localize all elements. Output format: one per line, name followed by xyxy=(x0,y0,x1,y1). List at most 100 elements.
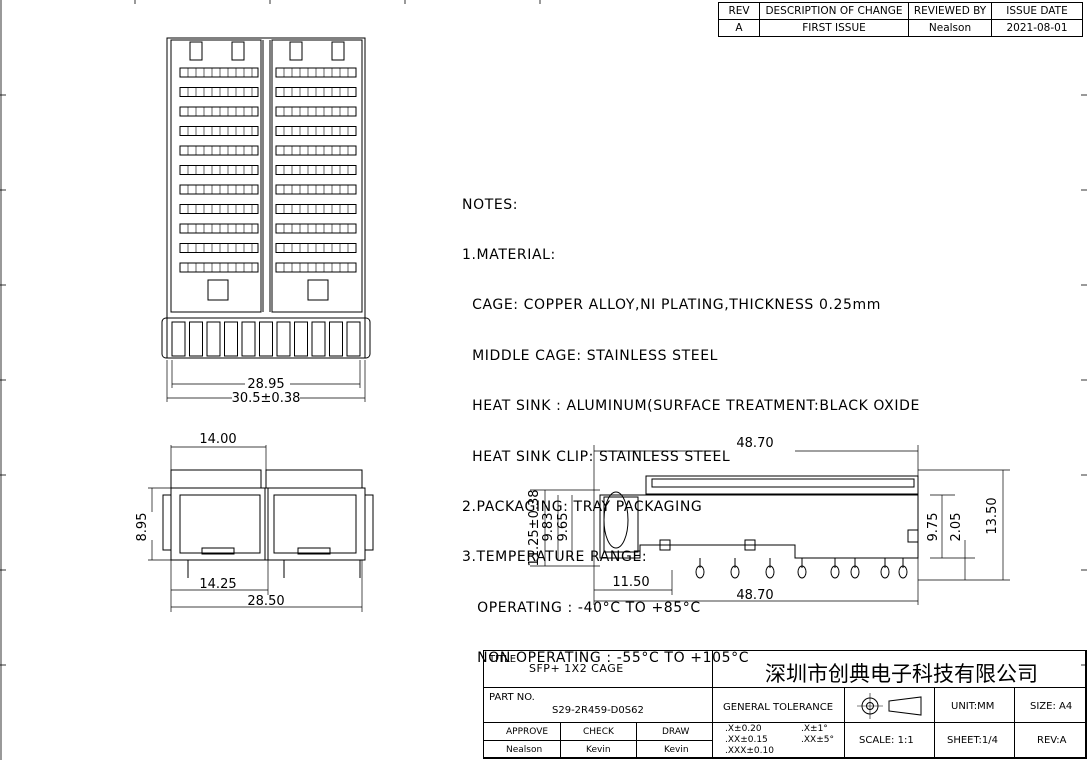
slot xyxy=(171,321,186,357)
projection-cell xyxy=(844,687,935,723)
note-line: HEAT SINK CLIP: STAINLESS STEEL xyxy=(462,448,731,465)
dim-side-h1: 11.25±0.38 xyxy=(527,489,542,566)
note-line: 1.MATERIAL: xyxy=(462,246,556,263)
dim-side-b1: 11.50 xyxy=(612,575,649,590)
revision-table: REV DESCRIPTION OF CHANGE REVIEWED BY IS… xyxy=(718,2,1083,37)
slot xyxy=(224,321,238,357)
dim-side-b2: 48.70 xyxy=(736,588,773,603)
draw-cell: Kevin xyxy=(636,740,713,759)
dim-front-b2: 28.50 xyxy=(247,594,284,609)
title-label: TITLE xyxy=(489,654,517,665)
note-line: NOTES: xyxy=(462,196,519,213)
slot xyxy=(311,321,326,357)
sheet-value: SHEET:1/4 xyxy=(947,735,998,746)
dim-front-b1: 14.25 xyxy=(199,577,236,592)
fin xyxy=(179,262,259,273)
draw-value: Kevin xyxy=(664,745,689,755)
dim-side-top: 48.70 xyxy=(736,436,773,451)
approve-value: Nealson xyxy=(506,745,543,755)
fin xyxy=(179,106,259,117)
fin xyxy=(179,87,259,97)
heatsink-fins xyxy=(179,67,357,273)
approve-label: APPROVE xyxy=(506,727,549,737)
description-cell: FIRST ISSUE xyxy=(759,19,909,37)
scale-value: SCALE: 1:1 xyxy=(859,735,914,746)
projection-symbol-icon xyxy=(857,693,922,719)
front-view-dims xyxy=(148,445,363,612)
pin-foot xyxy=(830,565,840,579)
date-cell: 2021-08-01 xyxy=(991,19,1083,37)
slot xyxy=(329,321,343,357)
note-line: OPERATING : -40°C TO +85°C xyxy=(462,599,701,616)
pin-foot xyxy=(730,565,740,579)
date-header: ISSUE DATE xyxy=(991,2,1083,20)
rev-value: REV:A xyxy=(1037,735,1067,746)
dim-side-h2: 9.83 xyxy=(541,513,556,542)
size-cell: SIZE: A4 xyxy=(1014,687,1087,723)
company-name: 深圳市创典电子科技有限公司 xyxy=(765,662,1038,686)
fin xyxy=(179,145,259,156)
pin-foot xyxy=(850,565,860,579)
dim-front-top: 14.00 xyxy=(199,432,236,447)
slot xyxy=(259,321,273,357)
tol-2: .XX±0.15 xyxy=(725,735,768,745)
pin-foot xyxy=(880,565,890,579)
side-pins xyxy=(695,558,908,579)
slot xyxy=(241,321,256,357)
fin xyxy=(179,204,259,214)
check-label-cell: CHECK xyxy=(560,722,637,741)
unit-value: UNIT:MM xyxy=(951,701,995,712)
approve-cell: Nealson xyxy=(483,740,561,759)
pin-foot xyxy=(797,565,807,579)
connector-slots xyxy=(171,321,361,357)
title-value: SFP+ 1X2 CAGE xyxy=(529,662,624,675)
dim-top-w1: 28.95 xyxy=(247,377,284,392)
top-view xyxy=(161,37,371,359)
rev-header: REV xyxy=(718,2,760,20)
slot xyxy=(206,321,221,357)
tol-3: .XXX±0.10 xyxy=(725,746,774,756)
part-no-value: S29-2R459-D0S62 xyxy=(552,705,644,716)
part-cell: PART NO. S29-2R459-D0S62 xyxy=(483,687,713,723)
description-header: DESCRIPTION OF CHANGE xyxy=(759,2,909,20)
top-view-dims xyxy=(166,360,366,402)
part-no-label: PART NO. xyxy=(489,692,535,703)
note-line: NON OPERATING : -55°C TO +105°C xyxy=(462,650,750,667)
title-block: TITLE SFP+ 1X2 CAGE 深圳市创典电子科技有限公司 PART N… xyxy=(483,650,1087,759)
size-value: SIZE: A4 xyxy=(1030,701,1073,712)
slot xyxy=(276,321,291,357)
fin xyxy=(179,67,259,78)
note-line: MIDDLE CAGE: STAINLESS STEEL xyxy=(462,347,719,364)
pin-foot xyxy=(695,565,705,579)
fin xyxy=(179,184,259,195)
dim-side-h5: 2.05 xyxy=(949,513,964,542)
fin xyxy=(179,243,259,253)
pin-foot xyxy=(765,565,775,579)
slot xyxy=(189,321,203,357)
dim-side-h4: 9.75 xyxy=(926,513,941,542)
title-cell: TITLE SFP+ 1X2 CAGE xyxy=(483,650,713,688)
reviewed-header: REVIEWED BY xyxy=(908,2,992,20)
draw-label-cell: DRAW xyxy=(636,722,713,741)
tol-5: .XX±5° xyxy=(801,735,834,745)
tolerance-cell: GENERAL TOLERANCE xyxy=(712,687,845,723)
tolerance-values: .X±0.20 .XX±0.15 .XXX±0.10 .X±1° .XX±5° xyxy=(712,722,845,759)
draw-label: DRAW xyxy=(662,727,690,737)
fin xyxy=(179,126,259,136)
tol-4: .X±1° xyxy=(801,724,828,734)
check-value: Kevin xyxy=(586,745,611,755)
note-line: 3.TEMPERATURE RANGE: xyxy=(462,549,648,566)
tol-1: .X±0.20 xyxy=(725,724,762,734)
side-view-dims xyxy=(530,445,1010,605)
slot xyxy=(294,321,308,357)
dim-front-h: 8.95 xyxy=(135,513,150,542)
reviewed-cell: Nealson xyxy=(908,19,992,37)
note-line: CAGE: COPPER ALLOY,NI PLATING,THICKNESS … xyxy=(462,297,882,314)
scale-cell: SCALE: 1:1 xyxy=(844,722,935,759)
sheet-cell: SHEET:1/4 xyxy=(934,722,1015,759)
company-cell: 深圳市创典电子科技有限公司 xyxy=(712,650,1087,688)
fin xyxy=(179,223,259,234)
check-label: CHECK xyxy=(583,727,614,737)
